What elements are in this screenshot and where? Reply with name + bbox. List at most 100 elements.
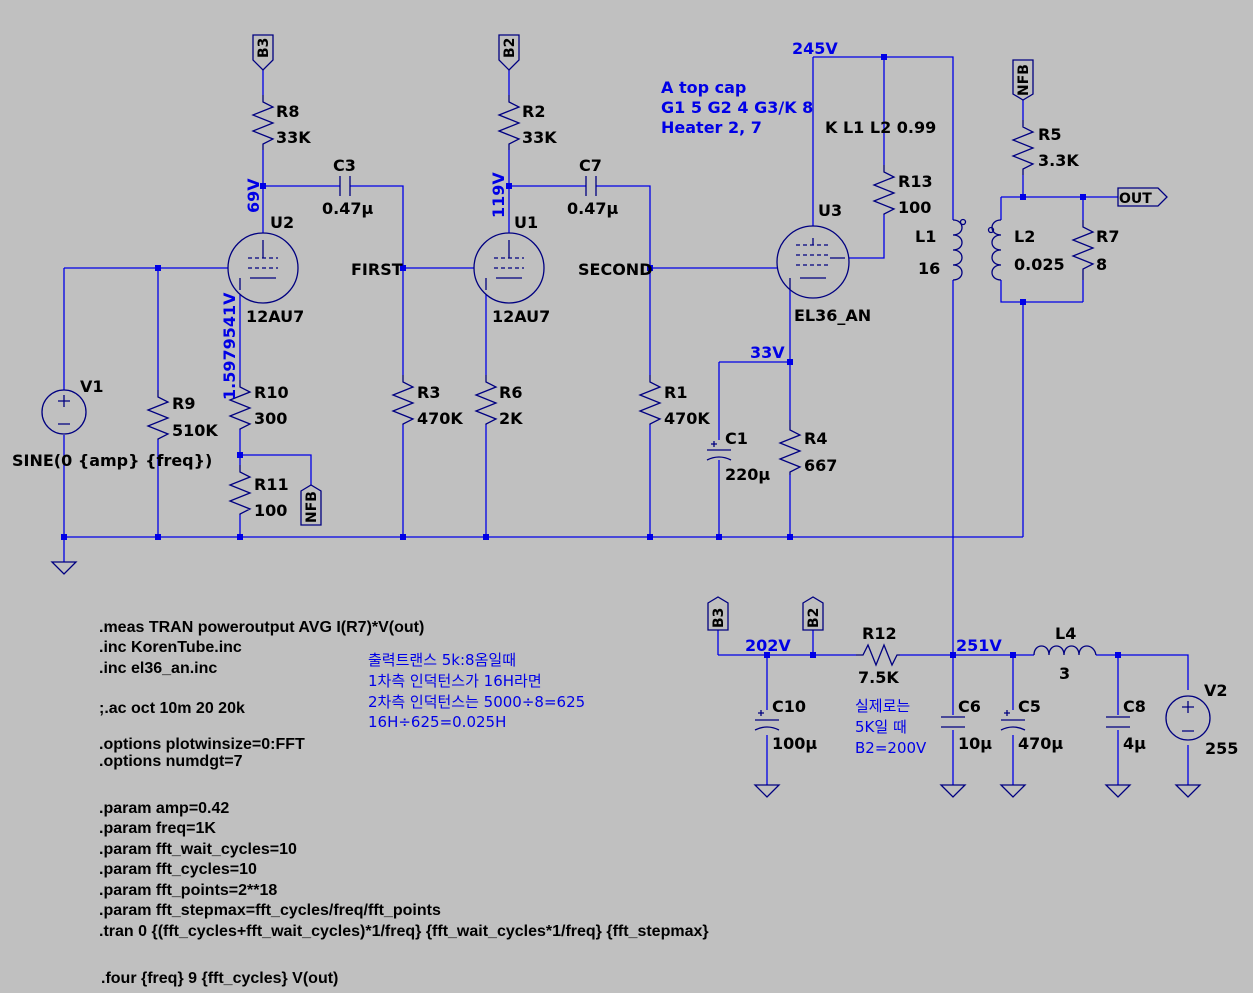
l2-ref: L2 [1014,227,1035,246]
u3-ref: U3 [818,201,842,220]
svg-text:.inc KorenTube.inc: .inc KorenTube.inc [99,639,242,656]
u1-ref: U1 [514,213,538,232]
capacitor-c5[interactable]: C5 470µ [1000,697,1063,753]
resistor-r3[interactable]: R3 470K [391,375,463,428]
wires [63,56,1189,785]
r7-ref: R7 [1096,227,1119,246]
capacitor-c1[interactable]: C1 220µ [706,429,770,484]
v1-ref: V1 [80,377,104,396]
triode-u1[interactable]: U1 12AU7 [473,213,550,326]
resistor-r5[interactable]: R5 3.3K [1011,120,1079,175]
inductor-l4[interactable]: L4 3 [1033,624,1097,683]
svg-text:.param fft_stepmax=fft_cycles/: .param fft_stepmax=fft_cycles/freq/fft_p… [99,902,441,919]
svg-text:.param amp=0.42: .param amp=0.42 [99,800,229,817]
r6-ref: R6 [499,383,522,402]
resistor-r12[interactable]: R12 7.5K [856,624,900,687]
l1-ref: L1 [915,227,936,246]
r1-ref: R1 [664,383,687,402]
r3-ref: R3 [417,383,440,402]
voltage-251v: 251V [956,636,1002,655]
capacitor-c3[interactable]: C3 0.47µ [322,156,373,218]
resistor-r8[interactable]: R8 33K [251,95,311,150]
r1-value: 470K [664,409,710,428]
capacitor-c10[interactable]: C10 100µ [754,697,817,753]
capacitor-c7[interactable]: C7 0.47µ [567,156,618,218]
output-transformer-note: 출력트랜스 5k:8옴일때 1차측 인덕턴스가 16H라면 2차측 인덕턴스는 … [368,651,585,731]
r2-value: 33K [522,128,557,147]
voltage-69v: 69V [244,178,263,213]
r5-value: 3.3K [1038,151,1079,170]
r4-ref: R4 [804,429,827,448]
l4-ref: L4 [1055,624,1076,643]
resistor-r2[interactable]: R2 33K [497,95,557,150]
c3-value: 0.47µ [322,199,373,218]
c10-value: 100µ [772,734,817,753]
r9-value: 510K [172,421,218,440]
c7-value: 0.47µ [567,199,618,218]
resistor-r9[interactable]: R9 510K [146,390,218,440]
coupling-directive: K L1 L2 0.99 [825,118,936,137]
svg-text:G1 5 G2 4 G3/K 8: G1 5 G2 4 G3/K 8 [661,98,813,117]
c10-ref: C10 [772,697,806,716]
resistor-r11[interactable]: R11 100 [228,465,289,520]
r8-ref: R8 [276,102,299,121]
resistor-r7[interactable]: R7 8 [1071,220,1119,280]
r3-value: 470K [417,409,463,428]
svg-text:Heater 2, 7: Heater 2, 7 [661,118,762,137]
triode-u2[interactable]: U2 12AU7 [227,213,304,326]
svg-text:.options plotwinsize=0:FFT: .options plotwinsize=0:FFT [99,736,305,753]
r11-value: 100 [254,501,287,520]
svg-text:NFB: NFB [304,491,320,523]
flag-b2-top: B2 [498,34,520,71]
svg-text:B2: B2 [806,608,822,628]
c3-ref: C3 [333,156,356,175]
spice-directives: .meas TRAN poweroutput AVG I(R7)*V(out) … [99,619,709,987]
junction-dots [61,54,1121,658]
capacitor-c8[interactable]: C8 4µ [1106,697,1146,753]
r8-value: 33K [276,128,311,147]
r2-ref: R2 [522,102,545,121]
b2-actual-note: 실제로는 5K일 때 B2=200V [855,697,927,757]
l1-value: 16 [918,259,940,278]
r13-value: 100 [898,198,931,217]
resistor-r13[interactable]: R13 100 [872,165,933,217]
c1-ref: C1 [725,429,748,448]
inductor-l1[interactable]: L1 16 [915,218,967,281]
v1-value: SINE(0 {amp} {freq}) [12,451,212,470]
r13-ref: R13 [898,172,933,191]
svg-text:.four {freq} 9 {fft_cycles} V(: .four {freq} 9 {fft_cycles} V(out) [101,970,338,987]
svg-text:.options numdgt=7: .options numdgt=7 [99,753,243,770]
voltage-33v: 33V [750,343,785,362]
flag-nfb-bottom: NFB [300,484,322,526]
resistor-r1[interactable]: R1 470K [638,375,710,428]
svg-text:B2=200V: B2=200V [855,739,927,757]
svg-text:B2: B2 [502,38,518,58]
r6-value: 2K [499,409,523,428]
svg-text:1차측 인덕턴스가 16H라면: 1차측 인덕턴스가 16H라면 [368,672,542,690]
voltage-source-v1[interactable]: V1 SINE(0 {amp} {freq}) [12,377,212,470]
capacitor-c6[interactable]: C6 10µ [941,697,992,753]
net-label-second: SECOND [578,260,652,279]
svg-text:.meas TRAN poweroutput AVG I(R: .meas TRAN poweroutput AVG I(R7)*V(out) [99,619,424,636]
svg-text:16H÷625=0.025H: 16H÷625=0.025H [368,713,506,731]
c8-value: 4µ [1123,734,1146,753]
resistor-r6[interactable]: R6 2K [474,375,523,428]
svg-text:.param fft_points=2**18: .param fft_points=2**18 [99,882,277,899]
voltage-source-v2[interactable]: V2 255 [1165,681,1238,758]
svg-text:출력트랜스 5k:8옴일때: 출력트랜스 5k:8옴일때 [368,651,516,669]
svg-text:5K일 때: 5K일 때 [855,718,907,736]
inductor-l2[interactable]: L2 0.025 [987,219,1065,281]
tube-pin-note: A top cap G1 5 G2 4 G3/K 8 Heater 2, 7 [661,78,813,137]
resistor-r4[interactable]: R4 667 [778,420,837,475]
l4-value: 3 [1059,664,1070,683]
r10-value: 300 [254,409,287,428]
flag-b2-supply: B2 [802,596,824,631]
pentode-u3[interactable]: U3 EL36_AN [776,201,871,325]
svg-text:;.ac oct 10m 20 20k: ;.ac oct 10m 20 20k [99,700,245,717]
c5-ref: C5 [1018,697,1041,716]
resistor-r10[interactable]: R10 300 [228,380,289,430]
v2-ref: V2 [1204,681,1228,700]
c6-value: 10µ [958,734,992,753]
svg-text:실제로는: 실제로는 [855,697,910,715]
